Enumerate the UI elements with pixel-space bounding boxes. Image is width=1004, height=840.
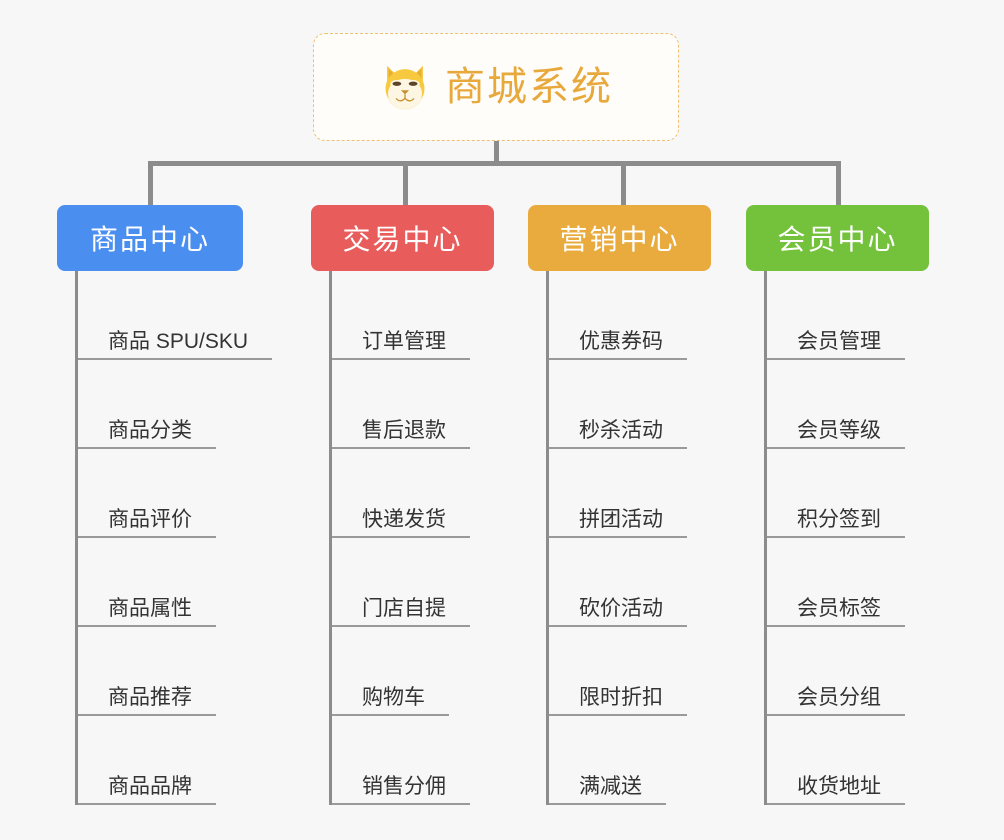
category-label-3: 营销中心 [559,224,680,255]
leaf-item[interactable]: 砍价活动 [549,538,711,627]
leaf-label: 购物车 [332,686,449,716]
category-box-3[interactable]: 营销中心 [528,205,711,271]
leaf-item[interactable]: 满减送 [549,716,711,805]
leaf-item[interactable]: 收货地址 [767,716,929,805]
leaf-label: 拼团活动 [549,508,687,538]
leaf-item[interactable]: 商品属性 [78,538,243,627]
leaf-label: 优惠券码 [549,330,687,360]
leaf-item[interactable]: 购物车 [332,627,494,716]
connector-drop-4 [836,161,841,207]
leaf-label: 商品属性 [78,597,216,627]
leaf-item[interactable]: 积分签到 [767,449,929,538]
category-box-1[interactable]: 商品中心 [57,205,243,271]
leaf-label: 满减送 [549,775,666,805]
connector-drop-2 [403,161,408,207]
root-title: 商城系统 [445,65,613,109]
category-box-2[interactable]: 交易中心 [311,205,494,271]
connector-root-stem [494,141,499,165]
leaf-list-1: 商品 SPU/SKU 商品分类 商品评价 商品属性 商品推荐 商品品牌 [75,271,273,805]
leaf-label: 商品评价 [78,508,216,538]
leaf-label: 售后退款 [332,419,470,449]
connector-drop-3 [621,161,626,207]
leaf-item[interactable]: 会员标签 [767,538,929,627]
leaf-label: 订单管理 [332,330,470,360]
leaf-list-3: 优惠券码 秒杀活动 拼团活动 砍价活动 限时折扣 满减送 [546,271,711,805]
root-node[interactable]: 商城系统 [313,33,679,141]
leaf-label: 会员管理 [767,330,905,360]
leaf-item[interactable]: 拼团活动 [549,449,711,538]
leaf-item[interactable]: 会员等级 [767,360,929,449]
leaf-label: 商品品牌 [78,775,216,805]
leaf-label: 门店自提 [332,597,470,627]
leaf-label: 会员标签 [767,597,905,627]
category-label-4: 会员中心 [777,224,898,255]
leaf-item[interactable]: 门店自提 [332,538,494,627]
leaf-item[interactable]: 商品推荐 [78,627,243,716]
leaf-item[interactable]: 会员分组 [767,627,929,716]
branch-column-4: 会员中心 会员管理 会员等级 积分签到 会员标签 会员分组 收货地址 [746,205,929,805]
connector-horizontal-bus [148,161,841,166]
category-box-4[interactable]: 会员中心 [746,205,929,271]
leaf-list-2: 订单管理 售后退款 快递发货 门店自提 购物车 销售分佣 [329,271,494,805]
leaf-item[interactable]: 售后退款 [332,360,494,449]
leaf-label: 限时折扣 [549,686,687,716]
leaf-item[interactable]: 销售分佣 [332,716,494,805]
connector-drop-1 [148,161,153,207]
leaf-label: 积分签到 [767,508,905,538]
leaf-label: 快递发货 [332,508,470,538]
leaf-item[interactable]: 会员管理 [767,271,929,360]
leaf-label: 秒杀活动 [549,419,687,449]
leaf-label: 会员等级 [767,419,905,449]
branch-column-2: 交易中心 订单管理 售后退款 快递发货 门店自提 购物车 销售分佣 [311,205,494,805]
leaf-item[interactable]: 快递发货 [332,449,494,538]
leaf-label: 会员分组 [767,686,905,716]
leaf-label: 砍价活动 [549,597,687,627]
leaf-item[interactable]: 优惠券码 [549,271,711,360]
leaf-label: 收货地址 [767,775,905,805]
leaf-label: 销售分佣 [332,775,470,805]
leaf-item[interactable]: 订单管理 [332,271,494,360]
leaf-label: 商品推荐 [78,686,216,716]
category-label-1: 商品中心 [89,224,210,255]
leaf-label: 商品分类 [78,419,216,449]
leaf-label: 商品 SPU/SKU [78,330,273,360]
leaf-item[interactable]: 限时折扣 [549,627,711,716]
branch-column-3: 营销中心 优惠券码 秒杀活动 拼团活动 砍价活动 限时折扣 满减送 [528,205,711,805]
shiba-dog-icon [385,65,425,110]
branch-column-1: 商品中心 商品 SPU/SKU 商品分类 商品评价 商品属性 商品推荐 商品品牌 [57,205,273,805]
category-label-2: 交易中心 [342,224,463,255]
leaf-item[interactable]: 商品评价 [78,449,243,538]
leaf-item[interactable]: 商品 SPU/SKU [78,271,273,360]
leaf-item[interactable]: 商品分类 [78,360,243,449]
leaf-list-4: 会员管理 会员等级 积分签到 会员标签 会员分组 收货地址 [764,271,929,805]
leaf-item[interactable]: 商品品牌 [78,716,243,805]
leaf-item[interactable]: 秒杀活动 [549,360,711,449]
